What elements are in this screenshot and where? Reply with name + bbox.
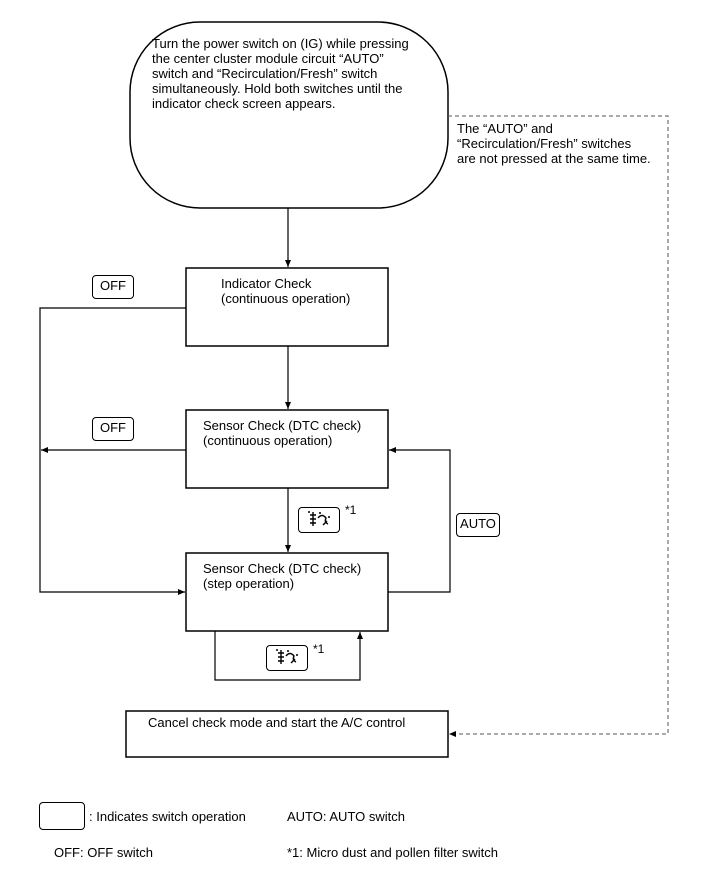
sensor-check-continuous-box bbox=[185, 409, 389, 489]
indicator-check-box bbox=[185, 267, 389, 347]
micro-dust-filter-icon bbox=[308, 511, 330, 526]
legend-switch-operation: : Indicates switch operation bbox=[89, 809, 246, 824]
cancel-box bbox=[125, 710, 449, 758]
auto-switch: AUTO bbox=[456, 513, 500, 537]
legend-off: OFF: OFF switch bbox=[54, 845, 153, 860]
start-text: Turn the power switch on (IG) while pres… bbox=[152, 36, 409, 111]
micro-dust-filter-icon bbox=[276, 649, 298, 664]
cancel-text: Cancel check mode and start the A/C cont… bbox=[148, 715, 406, 730]
not-pressed-note: The “AUTO” and “Recirculation/Fresh” swi… bbox=[457, 121, 651, 166]
legend-footnote: *1: Micro dust and pollen filter switch bbox=[287, 845, 498, 860]
step-self-loop bbox=[214, 631, 363, 681]
not-pressed-dashed-line bbox=[448, 115, 669, 737]
start-terminal bbox=[129, 21, 449, 209]
off-switch-sensor-continuous: OFF bbox=[92, 417, 134, 441]
filter-switch-button bbox=[298, 507, 340, 533]
auto-loop-line bbox=[388, 447, 451, 593]
legend-auto: AUTO: AUTO switch bbox=[287, 809, 405, 824]
filter-switch-button-step bbox=[266, 645, 308, 671]
indicator-check-text: Indicator Check (continuous operation) bbox=[221, 276, 351, 306]
sensor-check-step-text: Sensor Check (DTC check) (step operation… bbox=[203, 561, 362, 591]
sensor-check-step-box bbox=[185, 552, 389, 632]
legend-switch-box bbox=[39, 802, 85, 830]
off-line-indicator bbox=[39, 307, 186, 595]
filter-switch-footnote-1: *1 bbox=[345, 503, 357, 517]
off-switch-indicator: OFF bbox=[92, 275, 134, 299]
filter-switch-footnote-2: *1 bbox=[313, 642, 325, 656]
sensor-check-continuous-text: Sensor Check (DTC check) (continuous ope… bbox=[203, 418, 362, 448]
